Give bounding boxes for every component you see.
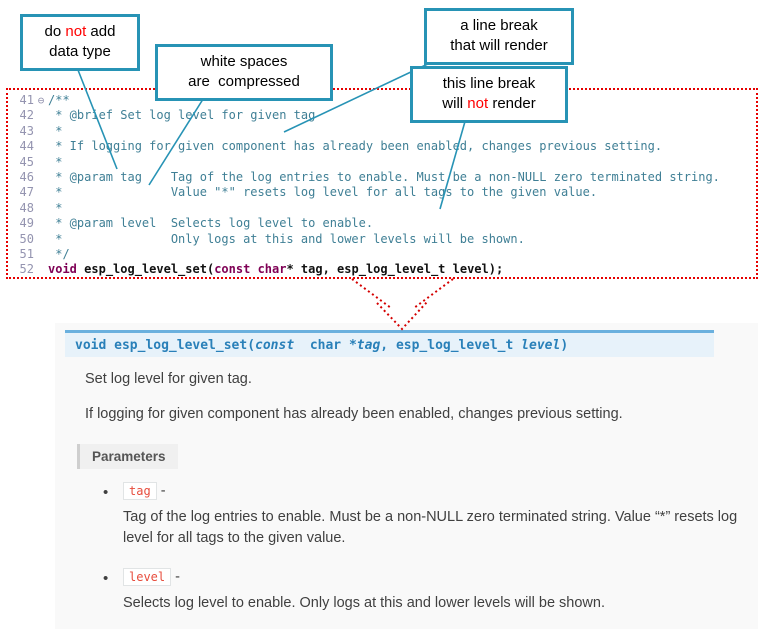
- code-line: 44 * If logging for given component has …: [19, 139, 663, 154]
- code-line: 48 *: [19, 200, 63, 215]
- param-list: •tag -Tag of the log entries to enable. …: [103, 482, 740, 633]
- code-line: 49 * @param level Selects log level to e…: [19, 216, 374, 231]
- code-line: 46 * @param tag Tag of the log entries t…: [19, 169, 720, 184]
- code-line: 45 *: [19, 154, 63, 169]
- render-arrow-icon: [351, 278, 454, 331]
- code-line: 43 *: [19, 123, 63, 138]
- code-lines: 41⊖/**42 * @brief Set log level for give…: [8, 93, 756, 277]
- code-line: 41⊖/**: [19, 93, 70, 107]
- param-name-chip: tag: [123, 482, 157, 500]
- code-editor[interactable]: 41⊖/**42 * @brief Set log level for give…: [6, 88, 758, 279]
- description-text: If logging for given component has alrea…: [85, 406, 623, 422]
- summary-text: Set log level for given tag.: [85, 371, 252, 387]
- bullet-icon: •: [103, 570, 109, 588]
- param-name-chip: level: [123, 568, 172, 587]
- code-line: 47 * Value "*" resets log level for all …: [19, 185, 598, 200]
- rendered-docs-panel: void esp_log_level_set(const char *tag, …: [55, 323, 758, 629]
- code-line: 51 */: [19, 246, 70, 261]
- code-line: 42 * @brief Set log level for given tag: [19, 108, 316, 123]
- function-signature: void esp_log_level_set(const char *tag, …: [65, 330, 714, 357]
- param-description: Tag of the log entries to enable. Must b…: [123, 509, 738, 547]
- param-item: •tag -Tag of the log entries to enable. …: [103, 482, 740, 549]
- parameters-label: Parameters: [77, 444, 178, 469]
- bullet-icon: •: [103, 484, 109, 501]
- param-description: Selects log level to enable. Only logs a…: [123, 595, 605, 612]
- code-line: 50 * Only logs at this and lower levels …: [19, 231, 525, 246]
- param-item: •level -Selects log level to enable. Onl…: [103, 568, 740, 614]
